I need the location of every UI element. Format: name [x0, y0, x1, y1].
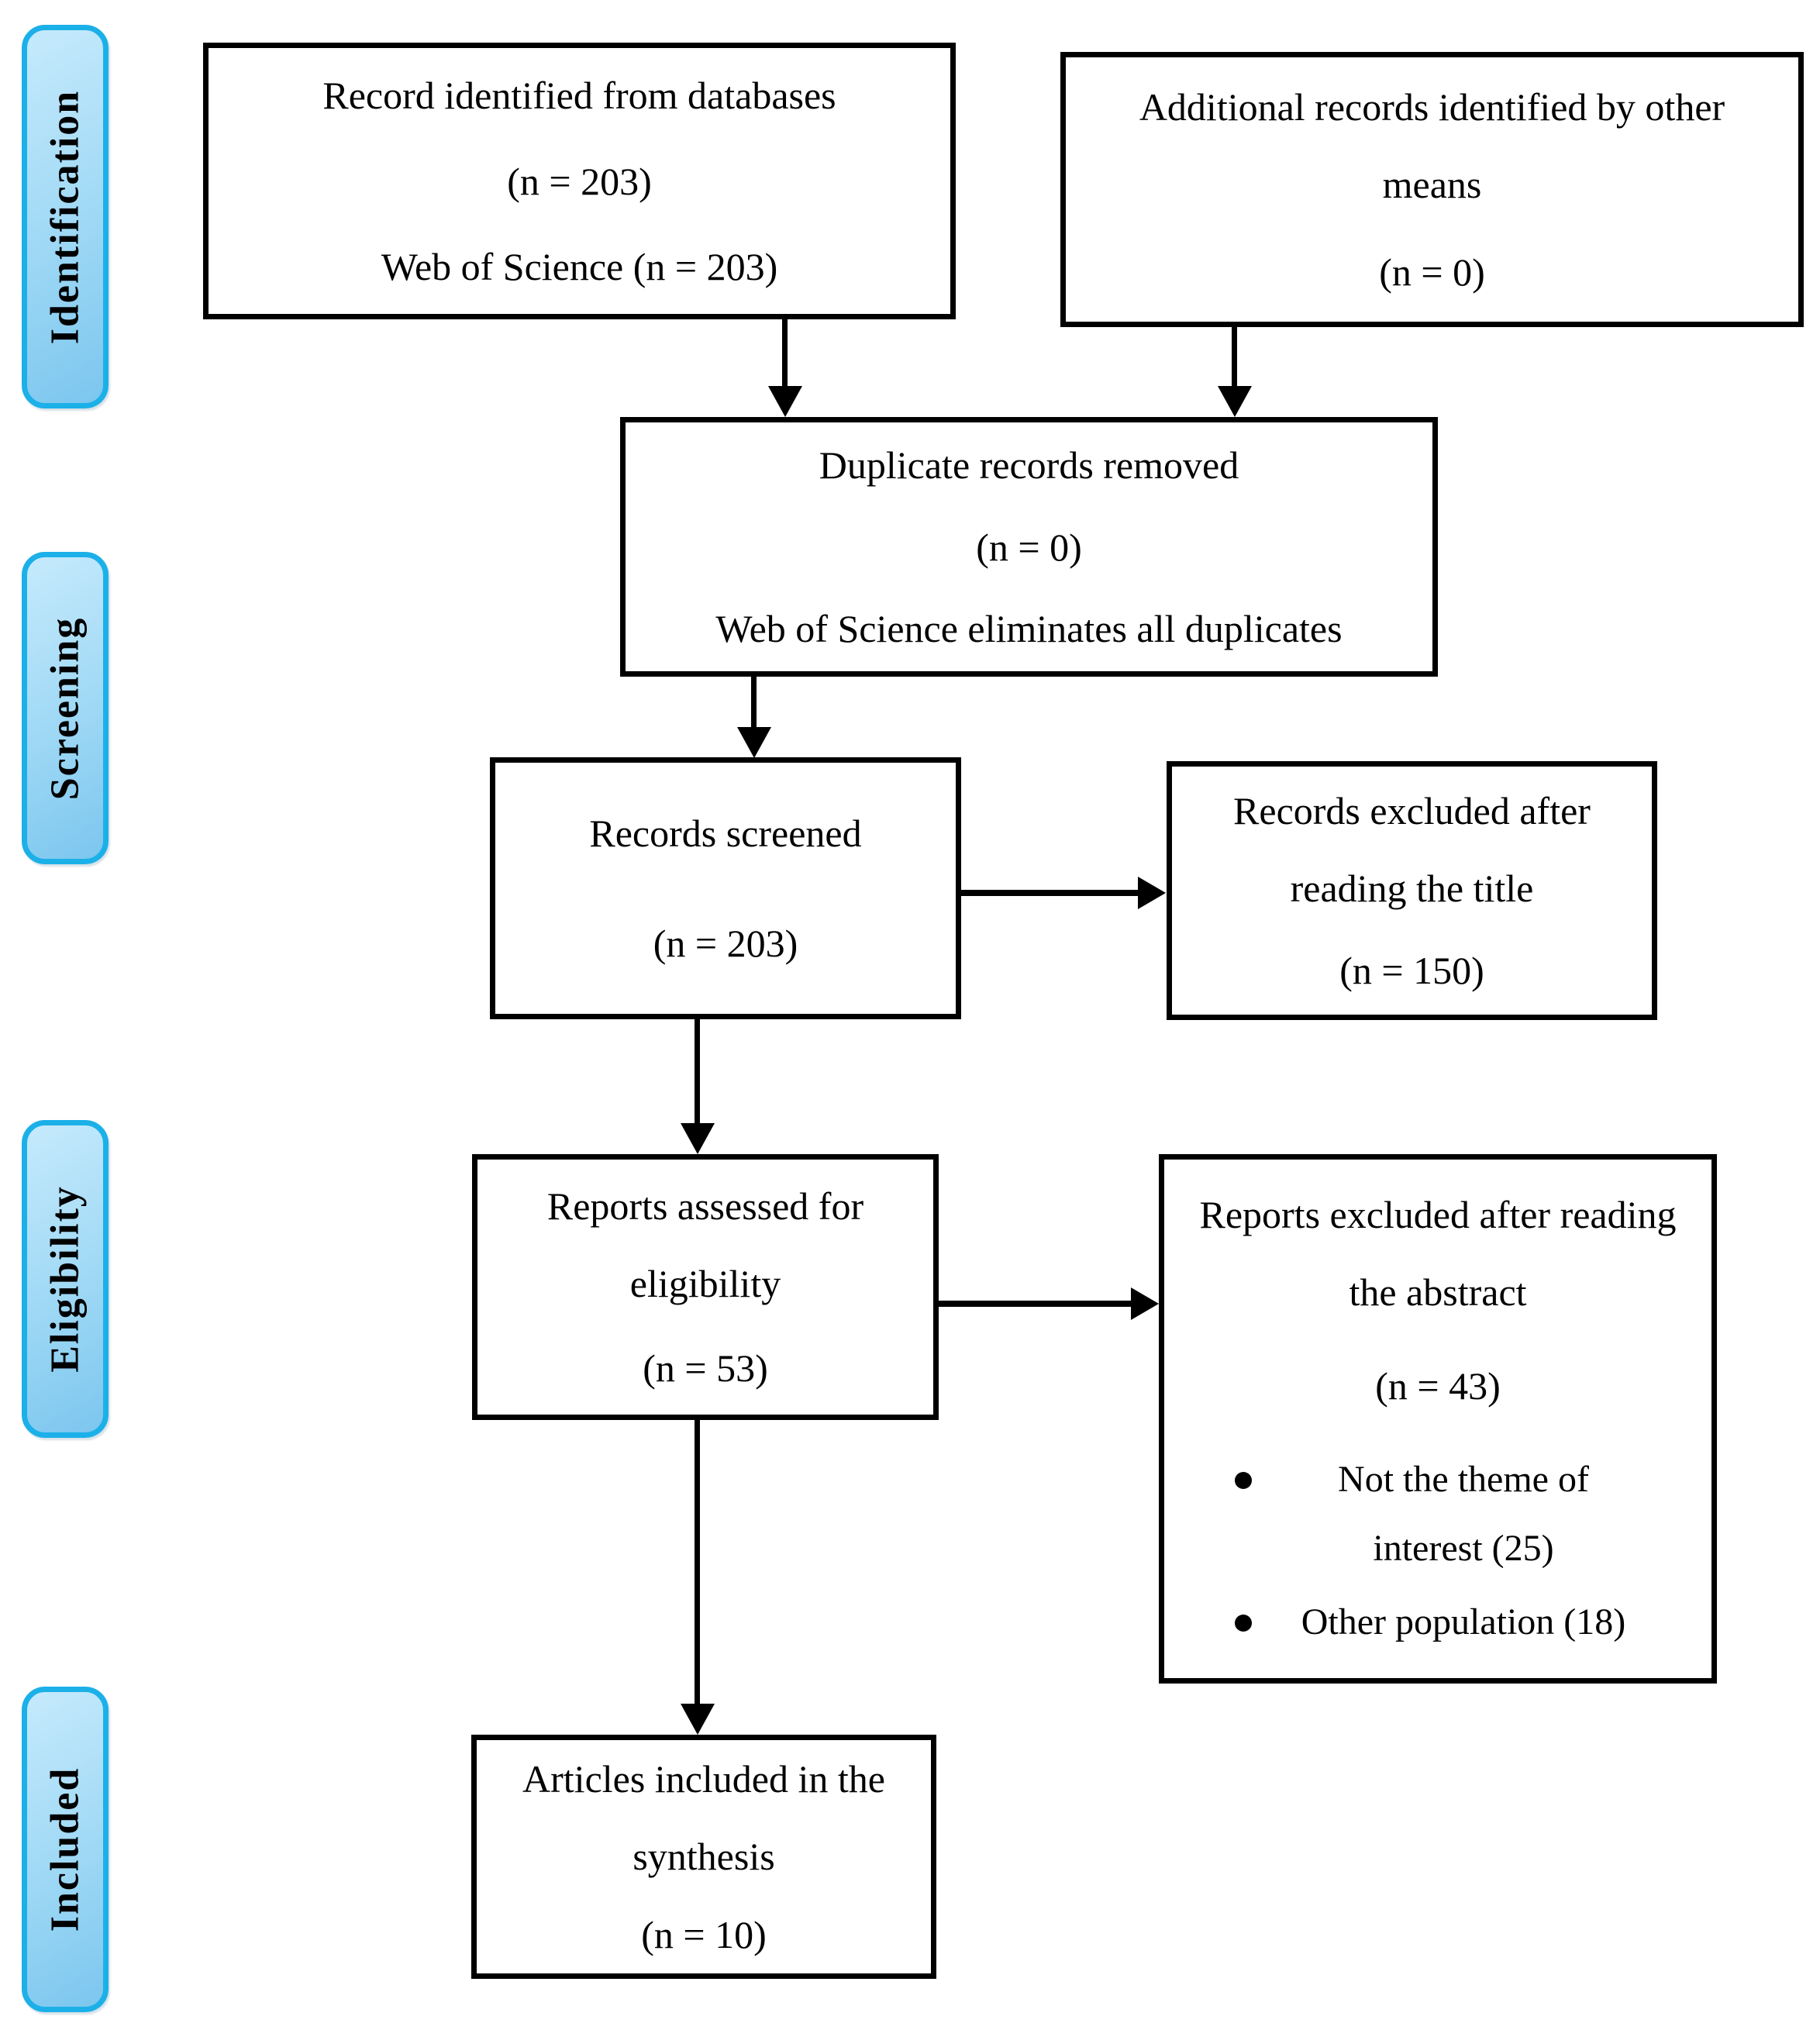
box-included-synthesis: Articles included in the synthesis (n = …	[471, 1735, 936, 1979]
arrow-screened-to-excluded-head-icon	[1138, 877, 1166, 909]
box-records-identified-title: Record identified from databases	[322, 73, 836, 117]
arrow-additional-to-duplicates-head-icon	[1218, 386, 1252, 417]
box-assessed-eligibility-title: Reports assessed for eligibility	[546, 1184, 864, 1305]
arrow-additional-to-duplicates-line	[1232, 327, 1237, 389]
box-excluded-abstract-title: Reports excluded after reading the abstr…	[1199, 1193, 1677, 1315]
box-assessed-eligibility: Reports assessed for eligibility (n = 53…	[472, 1154, 939, 1420]
box-additional-records-title: Additional records identified by other m…	[1139, 84, 1725, 206]
arrow-duplicates-to-screened-head-icon	[737, 727, 771, 758]
box-excluded-abstract-count: (n = 43)	[1375, 1364, 1501, 1408]
exclusion-reason-item: Not the theme of interest (25)	[1229, 1446, 1647, 1584]
box-assessed-eligibility-count: (n = 53)	[643, 1346, 768, 1391]
stage-label-identification: Identification	[22, 25, 109, 408]
arrow-identified-to-duplicates-head-icon	[768, 386, 802, 417]
arrow-assessed-to-excluded-line	[939, 1301, 1134, 1307]
box-records-identified: Record identified from databases (n = 20…	[203, 43, 956, 319]
arrow-assessed-to-included-head-icon	[681, 1704, 715, 1735]
box-records-screened-title: Records screened	[589, 812, 862, 856]
stage-label-screening-text: Screening	[43, 616, 88, 800]
exclusion-reason-text: Not the theme of interest (25)	[1338, 1459, 1589, 1570]
arrow-assessed-to-included-line	[695, 1420, 700, 1707]
box-duplicates-removed: Duplicate records removed (n = 0) Web of…	[620, 417, 1438, 677]
arrow-screened-to-excluded-line	[961, 890, 1141, 896]
box-additional-records: Additional records identified by other m…	[1060, 52, 1804, 327]
box-duplicates-removed-note: Web of Science eliminates all duplicates	[715, 606, 1343, 650]
bullet-dot-icon	[1235, 1472, 1252, 1490]
exclusion-reason-item: Other population (18)	[1229, 1588, 1647, 1657]
stage-label-screening: Screening	[22, 552, 109, 864]
box-duplicates-removed-count: (n = 0)	[976, 525, 1082, 569]
stage-label-eligibility: Eligibility	[22, 1120, 109, 1438]
box-additional-records-count: (n = 0)	[1379, 250, 1485, 295]
stage-label-identification-text: Identification	[43, 89, 88, 344]
box-included-synthesis-count: (n = 10)	[641, 1912, 767, 1956]
box-included-synthesis-title: Articles included in the synthesis	[522, 1757, 885, 1879]
arrow-duplicates-to-screened-line	[751, 677, 757, 729]
box-records-screened-count: (n = 203)	[653, 921, 798, 965]
exclusion-reason-list: Not the theme of interest (25) Other pop…	[1229, 1441, 1647, 1661]
arrow-assessed-to-excluded-head-icon	[1131, 1287, 1159, 1320]
arrow-screened-to-assessed-line	[695, 1019, 700, 1126]
box-excluded-abstract: Reports excluded after reading the abstr…	[1159, 1154, 1717, 1684]
box-excluded-title: Records excluded after reading the title…	[1167, 761, 1657, 1020]
box-records-identified-note: Web of Science (n = 203)	[381, 245, 778, 289]
stage-label-eligibility-text: Eligibility	[43, 1185, 88, 1373]
bullet-dot-icon	[1235, 1615, 1252, 1632]
exclusion-reason-text: Other population (18)	[1301, 1601, 1626, 1643]
box-records-identified-count: (n = 203)	[507, 159, 652, 203]
arrow-identified-to-duplicates-line	[782, 319, 788, 389]
box-excluded-title-count: (n = 150)	[1339, 949, 1484, 993]
stage-label-included: Included	[22, 1687, 109, 2012]
box-records-screened: Records screened (n = 203)	[490, 757, 961, 1019]
box-excluded-title-title: Records excluded after reading the title	[1233, 788, 1591, 910]
box-duplicates-removed-title: Duplicate records removed	[819, 443, 1239, 488]
stage-label-included-text: Included	[43, 1766, 88, 1932]
arrow-screened-to-assessed-head-icon	[681, 1123, 715, 1154]
